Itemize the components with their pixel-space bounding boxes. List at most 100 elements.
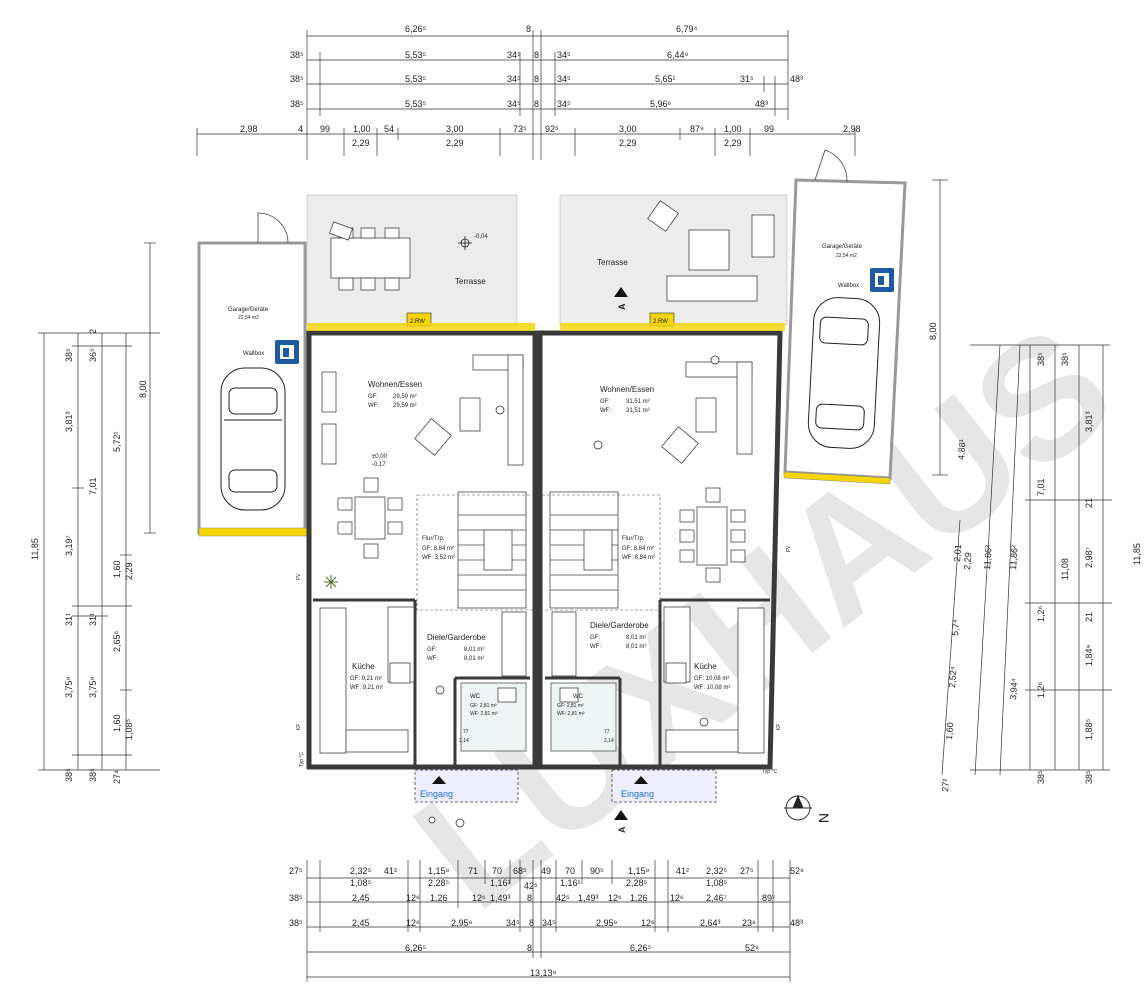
- room-stat: WF: 10,08 m²: [694, 685, 730, 691]
- entrance-left-label: Eingang: [420, 789, 453, 799]
- entrance-right: Eingang: [611, 769, 717, 803]
- dim-label: 1,00: [353, 124, 371, 134]
- north-label: N: [816, 813, 832, 823]
- dim-label: 7,01: [1036, 478, 1046, 496]
- dim-label: 5,72¹: [112, 431, 122, 452]
- dim-label: 70: [565, 866, 575, 876]
- dim-label: 11,86²: [1008, 545, 1020, 570]
- dim-label: 34⁵: [507, 50, 521, 60]
- dim-label: 34⁵: [557, 99, 571, 109]
- section-marker-label: A: [617, 303, 627, 310]
- dim-label: 27⁴: [112, 770, 122, 784]
- garage-left-label: Garage/Geräte: [228, 307, 269, 313]
- dim-label: 2,52⁴: [947, 666, 958, 688]
- fv-label: FV: [786, 545, 792, 552]
- dim-label: 3,75⁹: [88, 676, 98, 698]
- dim-label: 4,88¹: [956, 439, 967, 460]
- dim-left-overall: 11,85: [30, 538, 40, 560]
- facade-insulation-left: [307, 323, 535, 331]
- dim-label: 3,19⁷: [64, 535, 74, 556]
- dim-label: 2,95⁹: [596, 918, 618, 928]
- dim-label: 99: [764, 124, 774, 134]
- door-width: 77: [463, 729, 469, 735]
- room-stat: WF: 8,84 m²: [622, 555, 655, 561]
- room-kitchen-left: Küche: [352, 662, 375, 671]
- bottom-dimension-lines: [306, 860, 791, 982]
- wardrobe-left: [501, 611, 527, 677]
- dim-label: 1,49³: [578, 893, 599, 903]
- staircase-left: [457, 491, 527, 609]
- dim-label: 2,29: [619, 138, 637, 148]
- dim-label: 38⁵: [289, 918, 303, 928]
- dim-top-mid: 8: [526, 24, 531, 34]
- floor-level: ±0,00: [372, 454, 388, 460]
- dim-label: 34⁵: [557, 50, 571, 60]
- dim-label: 1,2⁶: [1036, 605, 1046, 622]
- dim-label: 2,46⁷: [706, 893, 727, 903]
- dim-label: 1,26: [630, 893, 648, 903]
- dim-top-right: 6,79⁴: [676, 24, 698, 34]
- left-dimension-labels: 11,85 38⁵ 3,81³ 7,01 3,19⁷ 31¹ 3,75⁹ 38⁵…: [30, 329, 148, 784]
- room-stat-value: 8,01 m²: [626, 644, 646, 650]
- dim-label: 41²: [384, 866, 397, 876]
- terrace-level: -0,04: [474, 234, 488, 240]
- wardrobe-right: [551, 611, 577, 677]
- living-furniture-left: [321, 354, 524, 559]
- dim-label: 27⁵: [289, 866, 303, 876]
- room-stat-label: GF:: [427, 647, 437, 653]
- living-furniture-right: [661, 361, 753, 583]
- room-stat: WF: 2,81 m²: [557, 711, 585, 717]
- room-living-left: Wohnen/Essen: [368, 380, 422, 389]
- dim-label: 12⁶: [670, 893, 684, 903]
- dim-label: 27⁵: [740, 866, 754, 876]
- facade-insulation-right: [560, 323, 785, 331]
- dim-label: 1,60: [112, 714, 122, 732]
- room-labels-right: Wohnen/Essen GF: 31,51 m² WF: 31,51 m² F…: [557, 385, 792, 775]
- room-stat-label: WF:: [600, 408, 611, 414]
- floor-level: -0,17: [372, 462, 386, 468]
- dim-label: 31¹: [64, 613, 74, 626]
- terrace-dining-set-left: [329, 221, 411, 291]
- dim-label: 2,32⁵: [350, 866, 372, 876]
- room-stat-value: 31,51 m²: [626, 399, 650, 405]
- room-hall-left: Flur/Trp.: [422, 536, 445, 542]
- top-dimensions: [196, 30, 856, 160]
- dim-label: 2,45: [352, 918, 370, 928]
- room-stat: WF: 2,81 m²: [470, 711, 498, 717]
- dim-label: 12⁶: [641, 918, 655, 928]
- kf-label: KF: [296, 724, 302, 730]
- dim-label: 3,00: [619, 124, 637, 134]
- kf-label: KF: [776, 724, 782, 730]
- dim-label: 89⁷: [762, 893, 775, 903]
- dim-label: 8: [534, 50, 539, 60]
- dim-label: 5,53⁵: [405, 99, 427, 109]
- dim-label: 38⁵: [290, 74, 304, 84]
- dim-label: 2,65⁶: [112, 630, 122, 652]
- garage-right-area: 22,54 m2: [836, 253, 857, 259]
- dim-label: 5,53⁵: [405, 50, 427, 60]
- dim-label: 1,15⁹: [428, 866, 450, 876]
- dim-label: 12⁶: [608, 893, 622, 903]
- dim-label: 38⁵: [290, 50, 304, 60]
- room-hall-right: Flur/Trp.: [622, 536, 645, 542]
- entrance-right-label: Eingang: [621, 789, 654, 799]
- room-stat-label: GF:: [368, 394, 378, 400]
- dim-label: 8: [527, 943, 532, 953]
- room-stat-value: 8,01 m²: [464, 647, 484, 653]
- room-stat-label: WF:: [590, 644, 601, 650]
- terrace-right-label: Terrasse: [597, 258, 628, 267]
- car-right-icon: [807, 297, 881, 449]
- typ-label: Typ °C: [762, 769, 777, 775]
- dim-label: 1,88⁵: [1084, 718, 1094, 740]
- garage-left-area: 22,54 m2: [238, 315, 259, 321]
- dim-label: 52⁹: [790, 866, 804, 876]
- dim-label: 2,45: [352, 893, 370, 903]
- dim-label: 90⁵: [590, 866, 604, 876]
- room-stat: GF: 10,08 m²: [694, 676, 729, 682]
- dim-label: 1,26: [430, 893, 448, 903]
- room-stat-value: 8,01 m²: [464, 656, 484, 662]
- terrace-lounge-set-right: [647, 200, 775, 302]
- dim-right-overall: 11,85: [1132, 543, 1142, 565]
- dim-label: 5,53⁵: [405, 74, 427, 84]
